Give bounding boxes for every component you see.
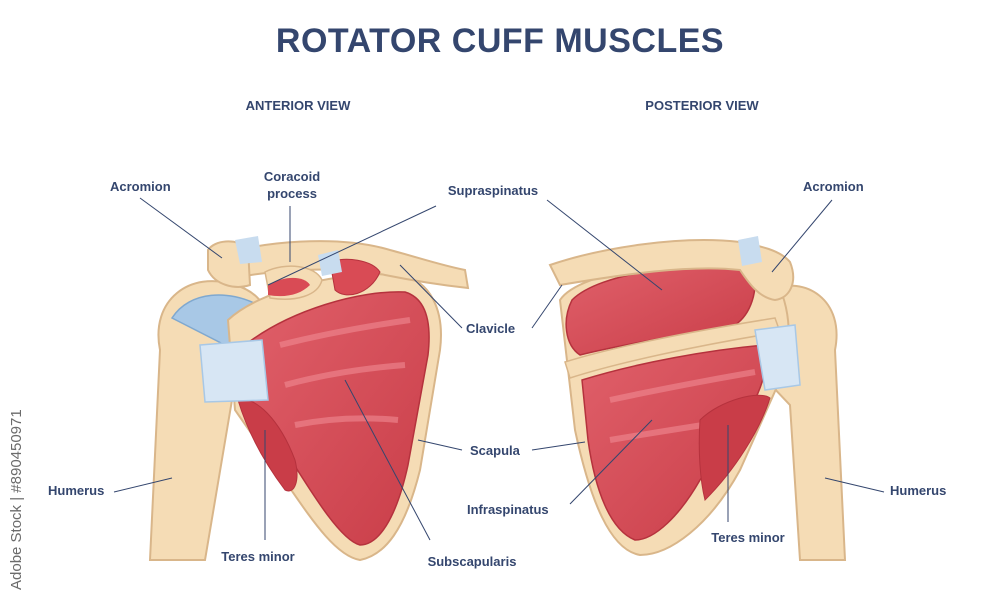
- posterior-labels: Acromion Humerus Infraspinatus Teres min…: [467, 179, 946, 545]
- label-anterior-coracoid-line1: Coracoid: [264, 169, 320, 184]
- posterior-clavicle-bone: [548, 239, 795, 302]
- label-posterior-acromion: Acromion: [803, 179, 864, 194]
- label-infraspinatus: Infraspinatus: [467, 502, 549, 517]
- label-anterior-acromion: Acromion: [110, 179, 171, 194]
- side-watermark: Adobe Stock | #890450971: [8, 409, 25, 590]
- label-posterior-teres-minor: Teres minor: [711, 530, 784, 545]
- label-subscapularis: Subscapularis: [428, 554, 517, 569]
- anterior-view-heading: ANTERIOR VIEW: [245, 98, 351, 113]
- posterior-shoulder: [548, 236, 847, 561]
- posterior-view-heading: POSTERIOR VIEW: [645, 98, 759, 113]
- label-anterior-coracoid-line2: process: [267, 186, 317, 201]
- label-posterior-humerus: Humerus: [890, 483, 946, 498]
- anterior-shoulder: [148, 236, 470, 562]
- label-anterior-teres-minor: Teres minor: [221, 549, 294, 564]
- anterior-labels: Acromion Coracoid process Supraspinatus …: [48, 169, 538, 569]
- page-title: ROTATOR CUFF MUSCLES: [275, 22, 725, 60]
- posterior-teres-minor-muscle: [698, 394, 771, 501]
- label-anterior-humerus: Humerus: [48, 483, 104, 498]
- anterior-teres-minor-muscle: [237, 398, 298, 492]
- anterior-supraspinatus-muscle: [268, 277, 310, 297]
- leader-lines: [113, 197, 885, 541]
- anterior-tendon: [199, 339, 269, 403]
- label-supraspinatus: Supraspinatus: [448, 183, 538, 198]
- posterior-tendon: [754, 324, 801, 391]
- label-clavicle: Clavicle: [466, 321, 515, 336]
- label-scapula: Scapula: [470, 443, 521, 458]
